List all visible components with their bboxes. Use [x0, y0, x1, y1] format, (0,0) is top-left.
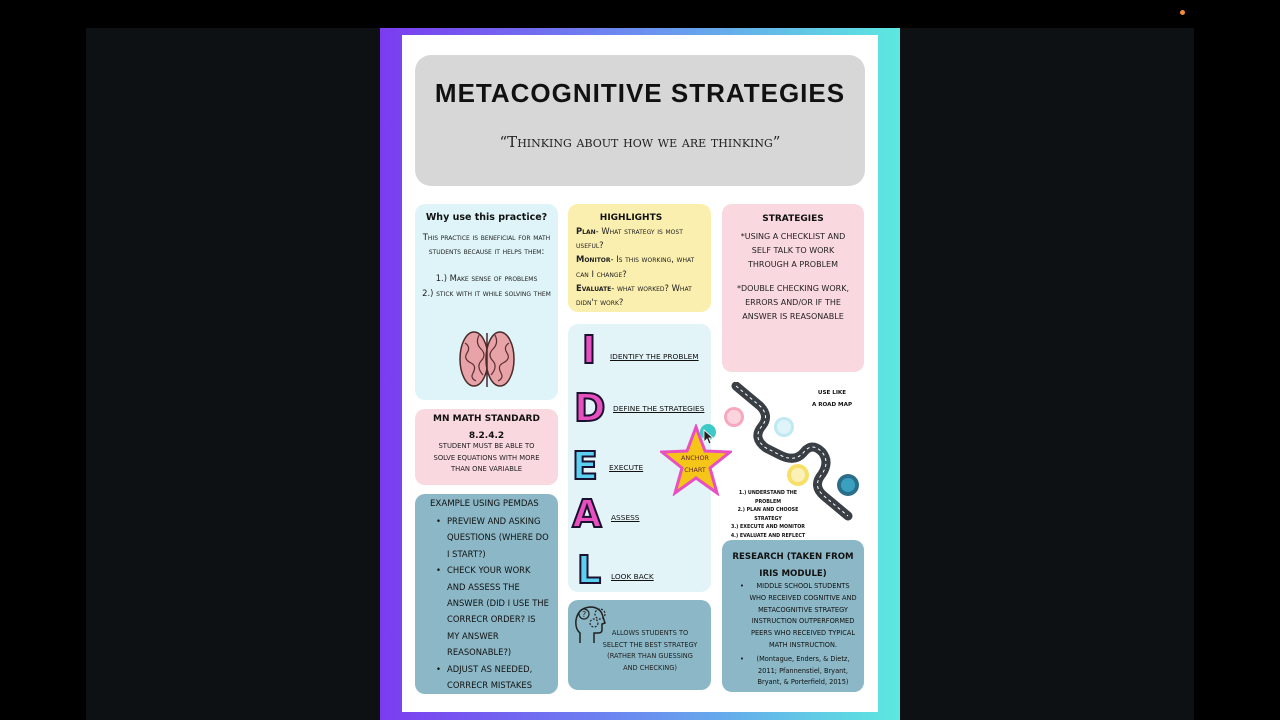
ideal-step-look-back: look back	[611, 572, 654, 581]
recording-indicator-icon	[1180, 10, 1185, 15]
brain-icon	[459, 331, 515, 387]
standard-text: Student must be able to solve equations …	[433, 442, 540, 473]
road-map-illustration	[724, 382, 859, 521]
allows-text: Allows students to select the best strat…	[602, 629, 698, 672]
title-banner	[415, 55, 865, 186]
example-list: preview and asking questions (Where do I…	[436, 513, 549, 694]
svg-text:?: ?	[582, 610, 586, 619]
example-item-2: check your work and assess the answer (d…	[436, 562, 549, 660]
ideal-letter-l: L	[576, 547, 602, 593]
example-heading: EXAMPLE USING PEMDAS	[430, 499, 539, 509]
ideal-step-assess: assess	[611, 513, 640, 522]
highlight-plan: Plan- What strategy is most useful?	[576, 226, 683, 251]
thinking-head-icon: ?	[575, 606, 606, 643]
strategy-item-1: *Using a checklist and self talk to work…	[740, 232, 846, 269]
ideal-letter-a: A	[571, 491, 602, 537]
strategies-heading: STRATEGIES	[762, 214, 824, 224]
why-body: This practice is beneficial for math stu…	[422, 232, 551, 256]
example-item-3: adjust as needed, correcr mistakes	[436, 661, 549, 694]
mouse-cursor-icon	[703, 429, 715, 445]
highlights-list: Plan- What strategy is most useful? Moni…	[576, 224, 706, 309]
allows-panel	[568, 600, 711, 690]
highlights-panel	[568, 204, 711, 312]
ideal-step-define: define the strategies	[613, 404, 705, 413]
ideal-step-execute: execute	[609, 463, 644, 472]
research-item-2: (Montague, Enders, & Dietz, 2011; Pfanne…	[740, 654, 858, 689]
standard-heading: MN MATH STANDARD	[433, 414, 540, 424]
research-list: Middle school students who received cogn…	[740, 581, 858, 689]
road-step-3: 3.) Execute and monitor	[731, 525, 805, 531]
why-heading: Why use this practice?	[425, 212, 548, 223]
road-step-1: 1.) Understand the problem	[738, 491, 798, 505]
road-step-4: 4.) Evaluate and reflect	[730, 533, 806, 539]
example-item-1: preview and asking questions (Where do I…	[436, 513, 549, 562]
poster-subtitle: “Thinking about how we are thinking”	[499, 133, 781, 151]
road-map-steps: 1.) Understand the problem 2.) Plan and …	[726, 490, 810, 542]
highlight-evaluate: Evaluate- what worked? What didn't work?	[576, 282, 692, 308]
ideal-letter-d: D	[573, 385, 607, 431]
strategy-item-2: *double checking work, errors and/or if …	[737, 284, 849, 321]
strategies-panel	[722, 204, 864, 372]
standard-panel	[415, 409, 558, 485]
why-point-1: 1.) Make sense of problems	[435, 273, 538, 283]
highlight-monitor: Monitor- Is this working, what can I cha…	[576, 254, 695, 279]
ideal-step-identify: identify the problem	[610, 352, 699, 361]
road-step-2: 2.) Plan and choose strategy	[737, 508, 799, 522]
highlights-heading: HIGHLIGHTS	[599, 213, 663, 223]
why-point-2: 2.) stick with it while solving them	[422, 288, 551, 298]
ideal-letter-e: E	[571, 443, 599, 489]
standard-code: 8.2.4.2	[468, 431, 505, 441]
ideal-letter-i: I	[581, 327, 597, 373]
poster-title: METACOGNITIVE STRATEGIES	[434, 78, 846, 108]
research-item-1: Middle school students who received cogn…	[740, 581, 858, 652]
